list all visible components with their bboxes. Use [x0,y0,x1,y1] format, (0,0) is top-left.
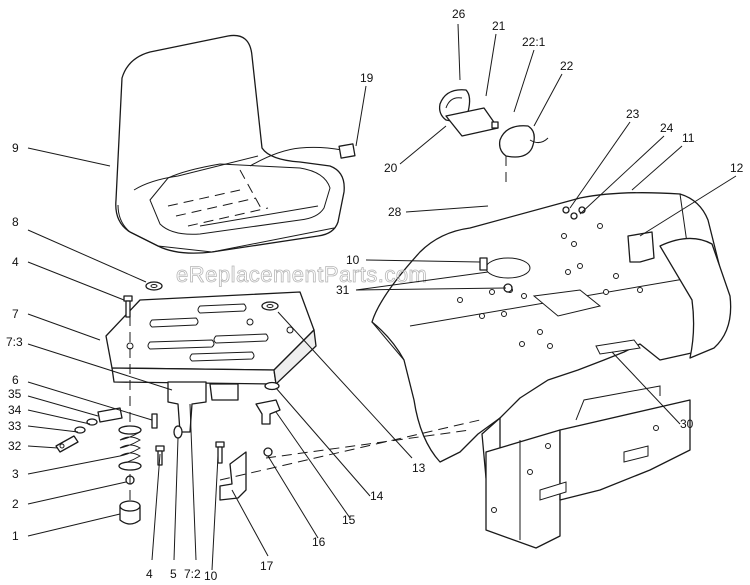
callout-10-bottom: 10 [204,569,218,583]
washer-14 [264,381,280,391]
callout-8: 8 [12,215,19,229]
callout-12: 12 [730,161,744,175]
light-assembly [438,89,549,158]
callout-9: 9 [12,141,19,155]
callouts: 26 21 22:1 22 19 9 23 24 11 12 20 28 8 1… [6,7,744,583]
leader-lines [27,23,737,571]
callout-32: 32 [8,439,22,453]
callout-1: 1 [12,529,19,543]
callout-3: 3 [12,467,19,481]
guide-line-1 [219,419,481,481]
bolt-4-upper [123,295,133,318]
fender [371,192,732,463]
callout-35: 35 [8,387,22,401]
seat-pan [105,291,317,433]
hinge-bracket-17 [219,451,247,501]
washer-5 [173,425,183,439]
callout-7-2: 7:2 [184,567,201,581]
guide-line-2 [265,429,471,459]
callout-28: 28 [388,205,402,219]
callout-17: 17 [260,559,274,573]
callout-24: 24 [660,121,674,135]
callout-30: 30 [680,417,694,431]
callout-2: 2 [12,497,19,511]
watermark: eReplacementParts.com [176,262,427,287]
callout-5: 5 [170,567,177,581]
callout-21: 21 [492,19,506,33]
bolt-10-lower [215,441,225,464]
callout-23: 23 [626,107,640,121]
callout-22-1: 22:1 [522,35,546,49]
lower-frame [481,385,691,549]
callout-4-left: 4 [12,255,19,269]
callout-6: 6 [12,373,19,387]
callout-7-3: 7:3 [6,335,23,349]
seat [115,34,356,254]
callout-34: 34 [8,403,22,417]
callout-33: 33 [8,419,22,433]
callout-31: 31 [336,283,350,297]
callout-19: 19 [360,71,374,85]
callout-14: 14 [370,489,384,503]
callout-20: 20 [384,161,398,175]
callout-22: 22 [560,59,574,73]
callout-13: 13 [412,461,426,475]
callout-26: 26 [452,7,466,21]
callout-7: 7 [12,307,19,321]
nut-16 [263,447,273,457]
callout-11: 11 [682,131,695,145]
callout-10-top: 10 [346,253,360,267]
callout-4-bottom: 4 [146,567,153,581]
spring-assembly [55,407,158,525]
callout-15: 15 [342,513,356,527]
knob-15 [255,399,281,425]
callout-16: 16 [312,535,326,549]
